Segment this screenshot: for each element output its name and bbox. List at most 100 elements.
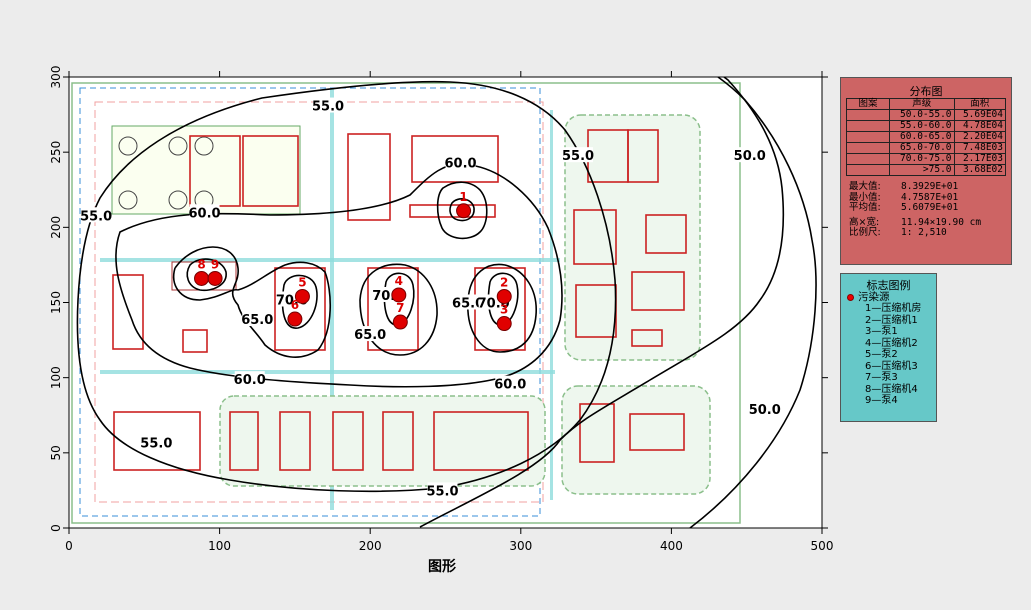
- contour-75-a: [449, 198, 475, 222]
- building-outline: [411, 135, 499, 183]
- tank: [168, 190, 188, 210]
- stat-label: 比例尺:: [849, 227, 881, 238]
- site-fence: [79, 87, 541, 517]
- contour-70-a: [186, 258, 227, 292]
- tank: [168, 136, 188, 156]
- stat-value: 11.94×19.90 cm: [901, 216, 982, 228]
- noise-source-label: 9: [211, 257, 219, 271]
- stat-row: 平均值:5.6079E+01: [849, 202, 1011, 214]
- y-tick-label: 300: [49, 66, 63, 89]
- contour-label-bg: [141, 434, 172, 450]
- contour-label-bg: [495, 375, 526, 391]
- legend-item: 6—压缩机3: [865, 360, 918, 372]
- contour-label-bg: [189, 204, 220, 220]
- noise-source-label: 6: [291, 298, 299, 312]
- stat-value: 4.7587E+01: [901, 191, 959, 203]
- noise-source-label: 2: [500, 275, 508, 289]
- noise-source-marker: [194, 270, 210, 286]
- row-level: 65.0-70.0: [889, 142, 955, 154]
- x-tick-label: 500: [811, 539, 834, 550]
- contour-label: 60.0: [494, 378, 526, 393]
- row-area: 5.69E04: [953, 109, 1007, 121]
- pipe-rack: [100, 370, 555, 374]
- contour-label-bg: [749, 401, 780, 417]
- contour-label-bg: [453, 294, 484, 310]
- contour-label: 60.0: [445, 157, 477, 172]
- contour-70-c: [383, 272, 415, 326]
- building-outline: [433, 411, 529, 471]
- contour-label-bg: [355, 326, 386, 342]
- noise-source-marker: [496, 288, 512, 304]
- contour-label: 55.0: [426, 484, 458, 499]
- y-tick-label: 0: [49, 524, 63, 532]
- row-area: 2.20E04: [953, 131, 1007, 143]
- noise-source-label: 3: [500, 303, 508, 317]
- row-area: 4.78E04: [953, 120, 1007, 132]
- tank: [118, 136, 138, 156]
- contour-label: 55.0: [562, 149, 594, 164]
- stat-value: 1: 2,510: [901, 227, 947, 238]
- contour-70-b: [281, 274, 318, 329]
- pipe-rack: [550, 110, 553, 500]
- contour-label-bg: [563, 147, 594, 163]
- stat-row: 比例尺: 1: 2,510: [849, 227, 1011, 239]
- noise-source-label: 8: [197, 257, 205, 271]
- building-outline: [573, 209, 617, 265]
- contour-65-d: [467, 263, 537, 353]
- stat-label: 最大值:: [849, 181, 881, 192]
- header-level: 声级: [889, 98, 955, 110]
- building-outline: [382, 411, 414, 471]
- contour-65-c: [359, 263, 438, 356]
- source-dot-icon: [847, 293, 854, 301]
- building-outline: [627, 129, 659, 183]
- building-outline: [182, 329, 208, 353]
- row-area: 3.68E02: [953, 164, 1007, 176]
- contour-label-bg: [427, 482, 458, 498]
- contour-label: 50.0: [734, 149, 766, 164]
- building-outline: [579, 403, 615, 463]
- row-level: 55.0-60.0: [889, 120, 955, 132]
- contour-label-bg: [445, 154, 476, 170]
- contour-label-bg: [734, 147, 765, 163]
- row-level: 50.0-55.0: [889, 109, 955, 121]
- noise-source-marker: [496, 316, 512, 332]
- contour-65-b: [173, 267, 239, 301]
- noise-source-label: 5: [298, 275, 306, 289]
- legend-item: 3—泵1: [865, 326, 898, 337]
- noise-source-marker: [392, 314, 408, 330]
- x-tick-label: 0: [65, 539, 73, 550]
- legend-item: 1—压缩机房: [865, 303, 922, 314]
- building-outline: [332, 411, 364, 471]
- noise-source-marker: [287, 311, 303, 327]
- row-pattern: [846, 109, 890, 121]
- contour-label-bg: [313, 97, 344, 113]
- row-pattern: [846, 120, 890, 132]
- y-tick-label: 100: [49, 366, 63, 389]
- y-tick-label: 50: [49, 445, 63, 460]
- noise-source-label: 7: [396, 301, 404, 315]
- legend-item: 9—泵4: [865, 395, 898, 406]
- noise-source-marker: [207, 270, 223, 286]
- building-outline: [629, 413, 685, 451]
- building-outline: [347, 133, 391, 221]
- legend-item: 4—压缩机2: [865, 337, 918, 349]
- contour-label-bg: [234, 371, 265, 387]
- legend-heading: 污染源: [847, 292, 936, 303]
- legend-title: 标志图例: [866, 279, 911, 292]
- contour-label: 60.0: [234, 373, 266, 388]
- green-area: [561, 385, 711, 495]
- pipe-rack: [330, 88, 334, 510]
- contour-label-bg: [81, 207, 112, 223]
- stat-label: 高×宽:: [849, 216, 880, 228]
- row-level: 70.0-75.0: [889, 153, 955, 165]
- contour-label: 50.0: [749, 403, 781, 418]
- header-pattern: 图案: [846, 98, 890, 110]
